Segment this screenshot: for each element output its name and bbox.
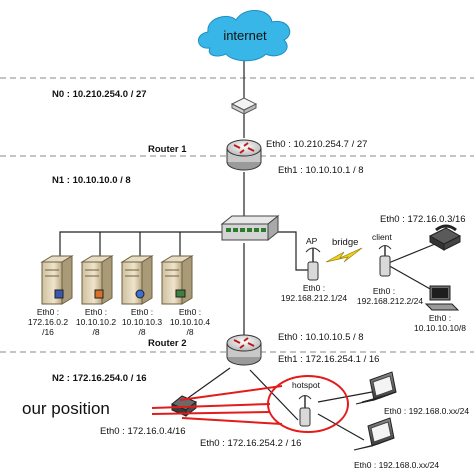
phone-eth: Eth0 : 172.16.0.3/16 [380,214,466,225]
client-eth: Eth0 : [373,286,395,296]
router-2-icon [226,334,262,366]
hotspot-antenna-icon [298,395,312,427]
client-ip: 192.168.212.2/24 [357,296,423,306]
server-2-ip: 10.10.10.2 [76,317,116,327]
network-n0-label: N0 : 10.210.254.0 / 27 [52,89,147,100]
server-icon [120,255,154,305]
switch-icon [220,214,280,242]
hotspot-label: hotspot [292,380,321,390]
position-highlight [151,375,349,433]
modem-icon [230,97,258,115]
pc-eth: Eth0 : [429,313,451,323]
server-icon [40,255,74,305]
server-2-eth: Eth0 : [85,307,107,317]
bridge-label: bridge [332,237,358,248]
server-1-eth: Eth0 : [37,307,59,317]
laptop-icon [355,371,397,405]
ap-label: AP [306,236,318,246]
router-1-eth0: Eth0 : 10.210.254.7 / 27 [266,139,367,150]
router-1-title: Router 1 [148,144,187,155]
network-n1-label: N1 : 10.10.10.0 / 8 [52,175,131,186]
server-4-mask: /8 [186,327,193,337]
server-3-ip: 10.10.10.3 [122,317,162,327]
internet-cloud-icon [198,10,291,62]
server-4-ip: 10.10.10.4 [170,317,210,327]
server-3-eth: Eth0 : [131,307,153,317]
pc-ip: 10.10.10.10/8 [414,323,466,333]
ap-eth: Eth0 : [303,283,325,293]
server-2-mask: /8 [92,327,99,337]
server-4-eth: Eth0 : [179,307,201,317]
router-1-eth1: Eth1 : 10.10.10.1 / 8 [278,165,364,176]
client-label: client [372,232,392,242]
router-2-eth1: Eth1 : 172.16.254.1 / 16 [278,354,379,365]
position-label: our position [22,399,110,418]
access-point-icon [305,247,321,281]
network-n2-label: N2 : 172.16.254.0 / 16 [52,373,147,384]
server-icon [160,255,194,305]
laptop-1-eth: Eth0 : 192.168.0.xx/24 [384,406,469,416]
laptop-2-eth: Eth0 : 192.168.0.xx/24 [354,460,439,470]
connection-links [59,58,441,441]
position-eth: Eth0 : 172.16.0.4/16 [100,426,186,437]
server-icon [80,255,114,305]
router-1-icon [226,139,262,171]
ap-ip: 192.168.212.1/24 [281,293,347,303]
router-2-title: Router 2 [148,338,187,349]
router-2-eth0: Eth0 : 10.10.10.5 / 8 [278,332,364,343]
server-1-ip: 172.16.0.2 [28,317,68,327]
server-1-mask: /16 [42,327,54,337]
ip-phone-icon [428,224,462,251]
hotspot-eth: Eth0 : 172.16.254.2 / 16 [200,438,301,449]
client-antenna-icon [378,245,392,277]
lightning-bolt-icon [325,247,363,263]
cloud-label: internet [223,28,267,43]
desktop-pc-icon [424,285,460,311]
laptop-icon [353,417,395,451]
server-3-mask: /8 [138,327,145,337]
